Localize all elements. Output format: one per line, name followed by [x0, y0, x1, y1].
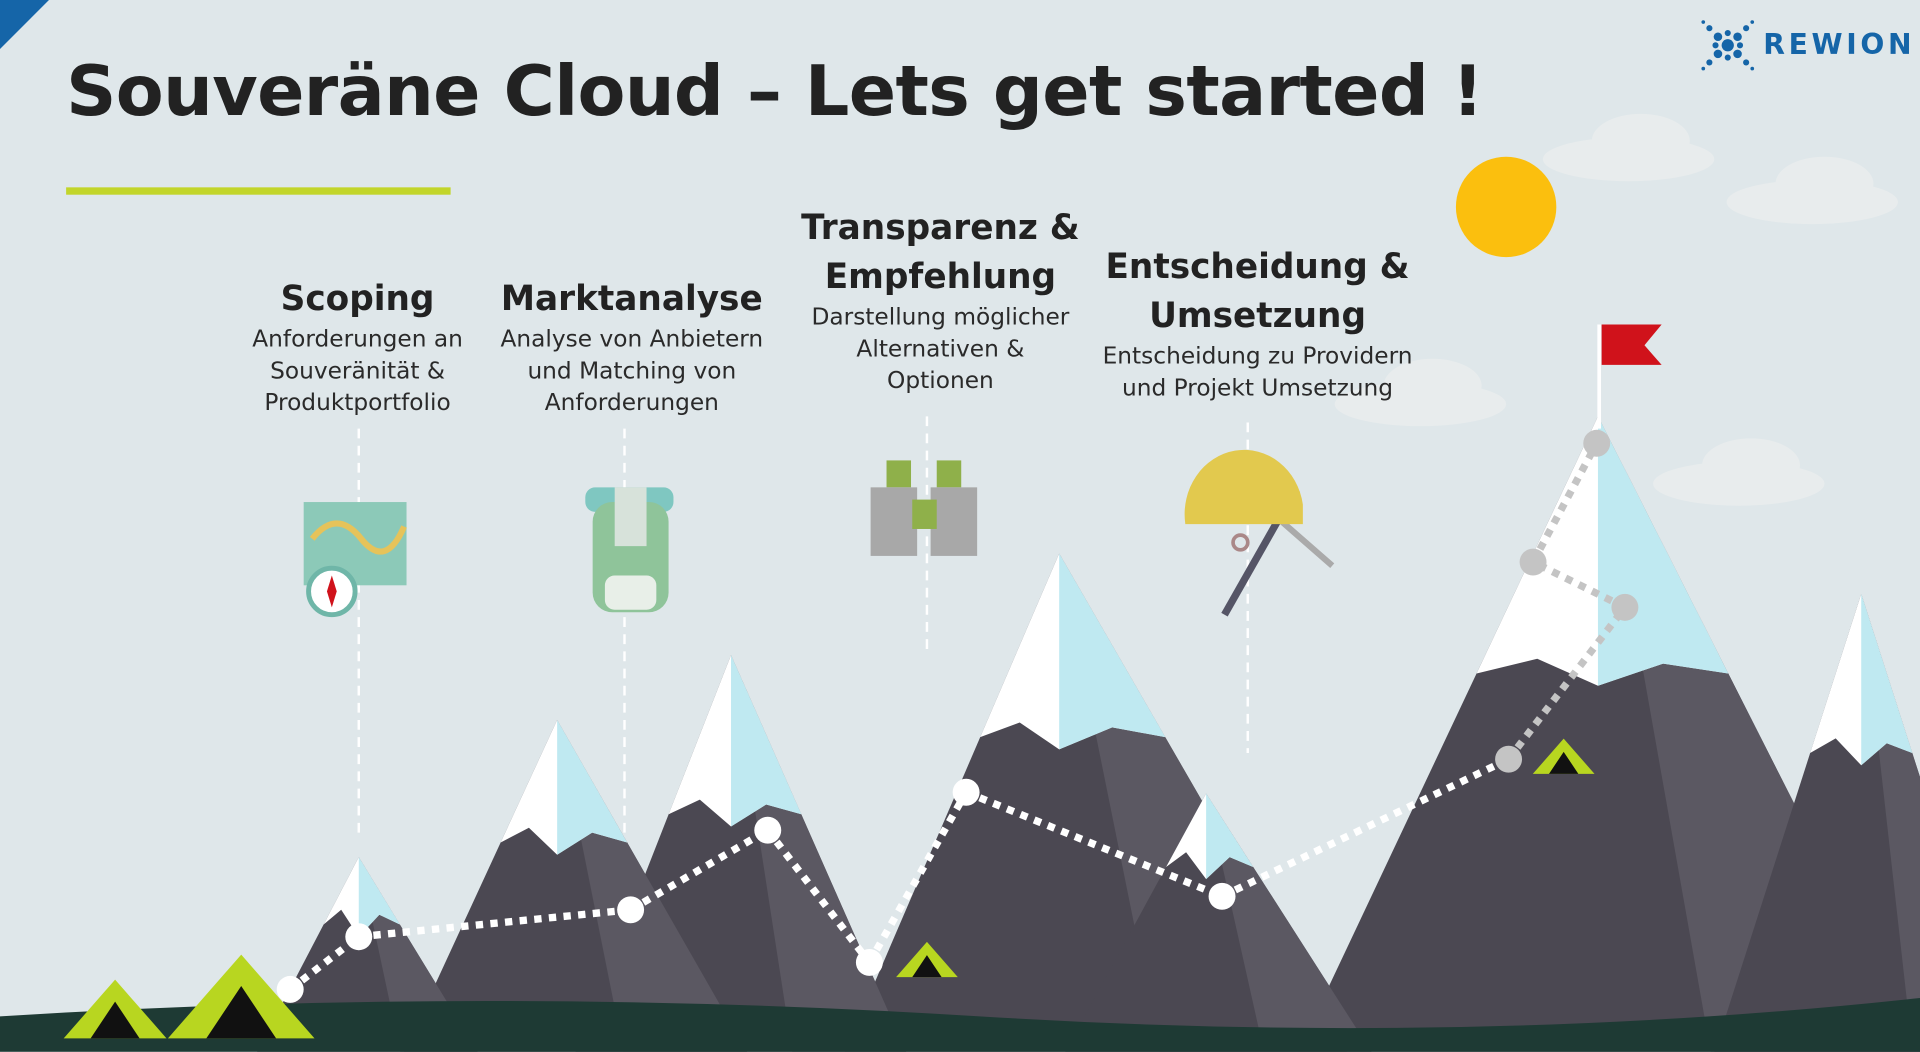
- step-desc: Entscheidung zu Providern: [1102, 342, 1413, 370]
- route-segment: [628, 827, 770, 913]
- title-underline: [66, 187, 451, 195]
- route-waypoint: [1495, 745, 1523, 773]
- step-scoping: Scoping Anforderungen an Souveränität & …: [252, 274, 463, 418]
- snow-cap-shade: [1059, 553, 1166, 750]
- rewion-logo: REWION: [1700, 20, 1916, 71]
- route-waypoint: [1208, 882, 1236, 910]
- binoculars-bridge: [912, 499, 937, 529]
- route-segment: [1220, 755, 1511, 900]
- step-desc: und Matching von: [527, 357, 737, 385]
- snow-cap-shade: [1206, 793, 1254, 880]
- cloud: [1383, 358, 1482, 413]
- snow-cap-shade: [731, 655, 802, 827]
- corner-accent: [0, 0, 49, 49]
- route-waypoint: [855, 948, 883, 976]
- step-desc: Analyse von Anbietern: [500, 325, 764, 353]
- binoculars-barrel: [870, 487, 918, 556]
- route-waypoint: [345, 923, 373, 951]
- snow-cap-shade: [358, 857, 400, 937]
- binoculars-barrel: [930, 487, 978, 556]
- step-desc: Darstellung möglicher: [811, 303, 1070, 331]
- cloud: [1775, 156, 1874, 211]
- snow-cap-shade: [1861, 593, 1913, 766]
- helmet: [1184, 449, 1303, 525]
- tent-door: [90, 1001, 140, 1039]
- step-desc: Anforderungen an: [252, 325, 463, 353]
- route-segment: [358, 906, 631, 941]
- step-marktanalyse: Marktanalyse Analyse von Anbietern und M…: [501, 274, 764, 418]
- route-waypoint: [1583, 429, 1611, 457]
- step-desc: Produktportfolio: [264, 389, 451, 417]
- rewion-x-icon: [1701, 20, 1755, 71]
- sun: [1455, 156, 1557, 258]
- route-waypoint: [952, 778, 980, 806]
- binoculars-lens: [936, 460, 962, 488]
- route-segment: [764, 827, 873, 965]
- route-segment: [866, 790, 970, 965]
- tent-door: [1548, 751, 1579, 774]
- step-title: Marktanalyse: [500, 277, 763, 319]
- step-title: Entscheidung &: [1105, 246, 1410, 287]
- binoculars-icon: [886, 460, 912, 488]
- route-segment: [1505, 605, 1628, 762]
- step-title: Scoping: [280, 277, 435, 319]
- route-waypoint: [1611, 593, 1639, 621]
- step-desc: Alternativen &: [856, 335, 1025, 363]
- logo-text: REWION: [1763, 29, 1916, 62]
- step-desc: Optionen: [887, 367, 994, 395]
- tent-door: [912, 955, 942, 978]
- page-title: Souveräne Cloud – Lets get started !: [66, 51, 1484, 133]
- step-entscheidung: Entscheidung & Umsetzung Entscheidung zu…: [1103, 242, 1413, 404]
- map-road: [309, 520, 407, 555]
- step-desc: und Projekt Umsetzung: [1122, 374, 1394, 402]
- route-waypoint: [276, 975, 304, 1003]
- step-title: Empfehlung: [824, 255, 1057, 297]
- step-desc: Souveränität &: [270, 357, 446, 385]
- route-waypoint: [754, 816, 782, 844]
- cloud: [1591, 113, 1690, 168]
- step-title: Transparenz &: [801, 206, 1080, 248]
- helmet-buckle: [1231, 533, 1250, 552]
- tent-door: [206, 986, 277, 1039]
- cloud: [1702, 438, 1801, 493]
- snow-cap-shade: [557, 720, 628, 855]
- step-desc: Anforderungen: [544, 389, 719, 417]
- step-transparenz: Transparenz & Empfehlung Darstellung mög…: [801, 203, 1080, 396]
- backpack-flap: [614, 487, 647, 547]
- route-waypoint: [617, 896, 645, 924]
- route-segment: [964, 788, 1224, 900]
- flag-icon: [1601, 324, 1662, 365]
- ground: [0, 997, 1920, 1052]
- step-title: Umsetzung: [1149, 295, 1367, 336]
- route-segment: [1531, 558, 1627, 611]
- backpack-pocket: [604, 575, 657, 610]
- route-waypoint: [1519, 548, 1547, 576]
